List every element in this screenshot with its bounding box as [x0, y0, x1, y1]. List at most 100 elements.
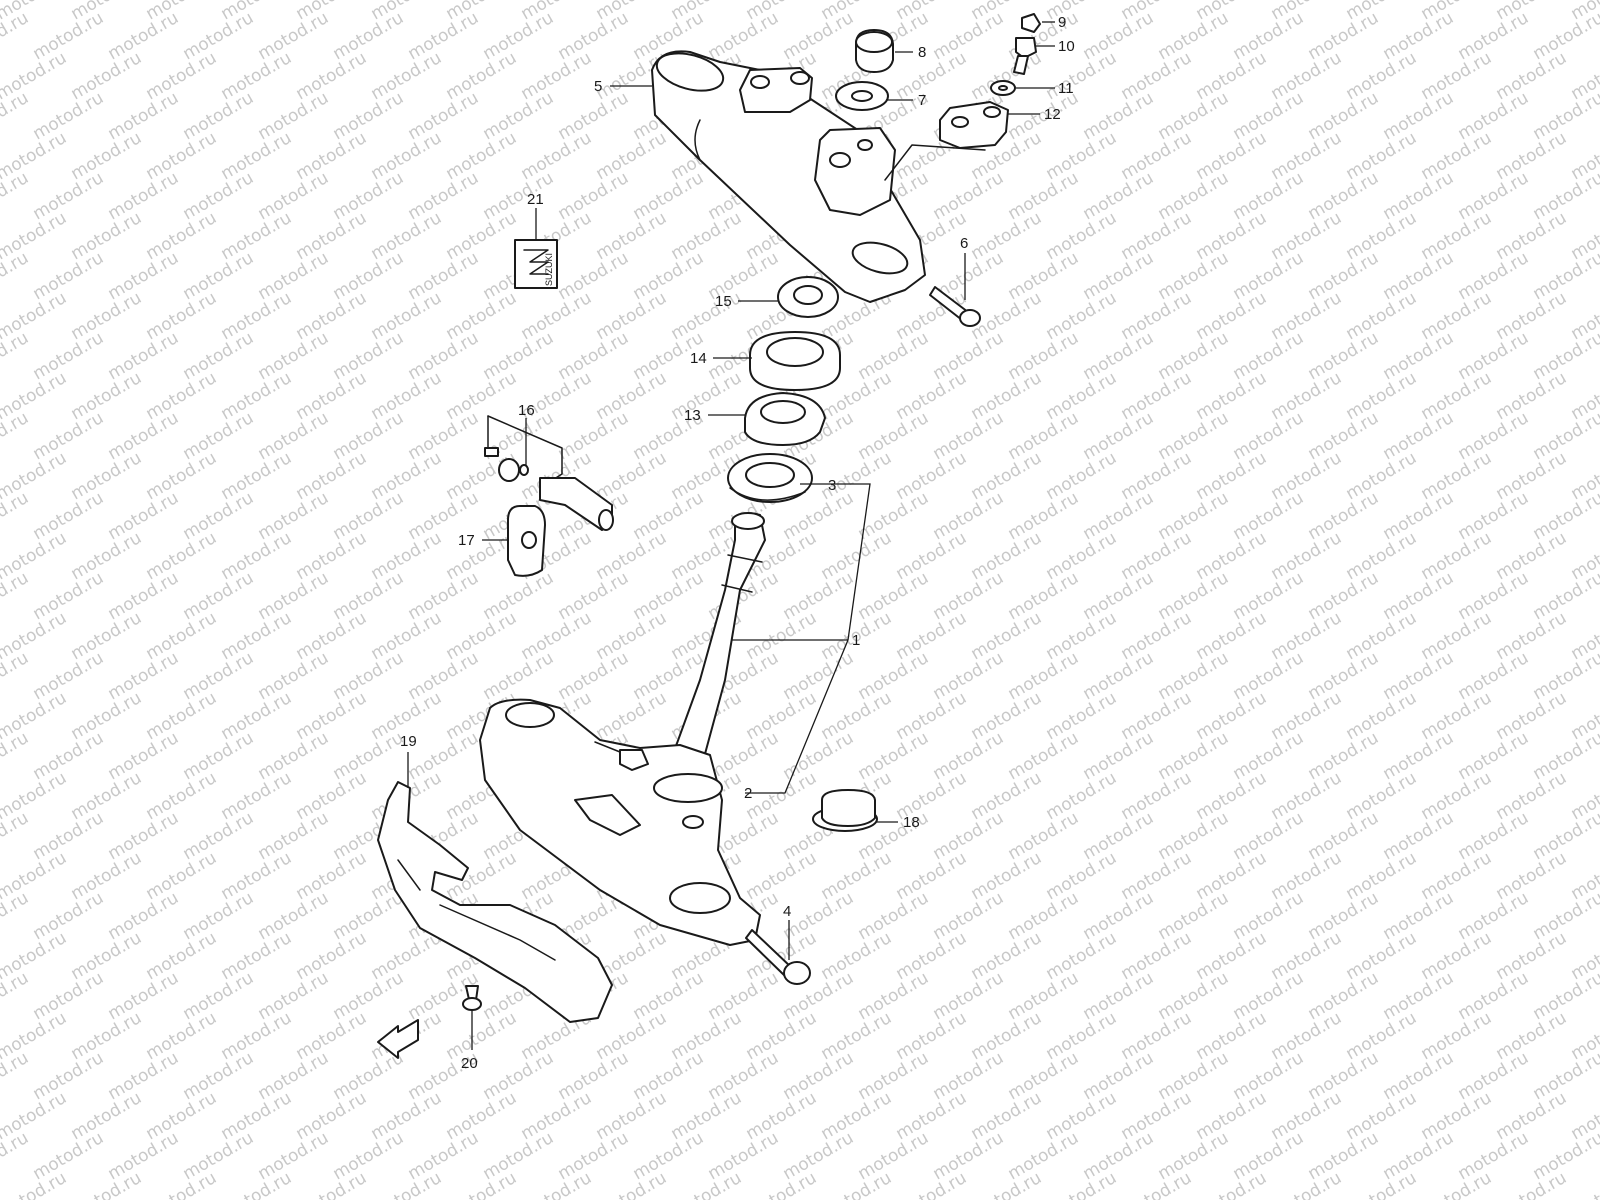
- watermark-text: motod.ru: [30, 88, 108, 144]
- watermark-text: motod.ru: [68, 128, 146, 184]
- watermark-text: motod.ru: [180, 648, 258, 704]
- watermark-text: motod.ru: [68, 1008, 146, 1064]
- watermark-text: motod.ru: [293, 848, 371, 904]
- watermark-text: motod.ru: [1005, 8, 1083, 64]
- watermark-text: motod.ru: [180, 88, 258, 144]
- part-11-lock-washer: [990, 80, 1016, 96]
- watermark-text: motod.ru: [143, 608, 221, 664]
- watermark-text: motod.ru: [1380, 1048, 1458, 1104]
- watermark-text: motod.ru: [555, 568, 633, 624]
- watermark-text: motod.ru: [30, 248, 108, 304]
- watermark-text: motod.ru: [105, 8, 183, 64]
- watermark-text: motod.ru: [1155, 248, 1233, 304]
- watermark-text: motod.ru: [1268, 1088, 1346, 1144]
- watermark-text: motod.ru: [30, 888, 108, 944]
- watermark-text: motod.ru: [105, 808, 183, 864]
- watermark-text: motod.ru: [1343, 528, 1421, 584]
- watermark-text: motod.ru: [255, 808, 333, 864]
- watermark-text: motod.ru: [1343, 768, 1421, 824]
- watermark-text: motod.ru: [1418, 1088, 1496, 1144]
- watermark-text: motod.ru: [1080, 888, 1158, 944]
- watermark-text: motod.ru: [1230, 488, 1308, 544]
- watermark-text: motod.ru: [1043, 928, 1121, 984]
- watermark-text: motod.ru: [330, 728, 408, 784]
- watermark-text: motod.ru: [1418, 208, 1496, 264]
- watermark-text: motod.ru: [218, 368, 296, 424]
- watermark-text: motod.ru: [1455, 408, 1533, 464]
- watermark-text: motod.ru: [593, 1008, 671, 1064]
- watermark-text: motod.ru: [218, 848, 296, 904]
- watermark-text: motod.ru: [1193, 928, 1271, 984]
- watermark-text: motod.ru: [218, 288, 296, 344]
- watermark-text: motod.ru: [1305, 728, 1383, 784]
- suzuki-emblem-text: SUZUKI: [544, 253, 554, 286]
- leader-lines: [407, 21, 1055, 1050]
- watermark-text: motod.ru: [1043, 608, 1121, 664]
- watermark-text: motod.ru: [1343, 848, 1421, 904]
- watermark-text: motod.ru: [1305, 1048, 1383, 1104]
- watermark-text: motod.ru: [1455, 968, 1533, 1024]
- watermark-text: motod.ru: [1230, 1128, 1308, 1184]
- watermark-text: motod.ru: [1155, 648, 1233, 704]
- callout-3: 3: [828, 477, 836, 494]
- watermark-text: motod.ru: [518, 1168, 596, 1200]
- watermark-text: motod.ru: [930, 728, 1008, 784]
- watermark-text: motod.ru: [405, 168, 483, 224]
- watermark-text: motod.ru: [630, 968, 708, 1024]
- watermark-text: motod.ru: [180, 888, 258, 944]
- watermark-text: motod.ru: [105, 1048, 183, 1104]
- watermark-text: motod.ru: [180, 568, 258, 624]
- watermark-text: motod.ru: [368, 528, 446, 584]
- watermark-text: motod.ru: [1155, 328, 1233, 384]
- watermark-text: motod.ru: [1043, 368, 1121, 424]
- part-9-plug: [1021, 13, 1041, 33]
- watermark-text: motod.ru: [30, 1048, 108, 1104]
- watermark-text: motod.ru: [105, 1128, 183, 1184]
- watermark-text: motod.ru: [1080, 728, 1158, 784]
- watermark-text: motod.ru: [1380, 888, 1458, 944]
- watermark-text: motod.ru: [255, 1048, 333, 1104]
- callout-20: 20: [461, 1055, 478, 1072]
- watermark-text: motod.ru: [593, 1168, 671, 1200]
- watermark-text: motod.ru: [68, 1088, 146, 1144]
- watermark-text: motod.ru: [105, 968, 183, 1024]
- watermark-text: motod.ru: [1343, 368, 1421, 424]
- watermark-text: motod.ru: [1193, 848, 1271, 904]
- watermark-text: motod.ru: [1080, 1128, 1158, 1184]
- watermark-text: motod.ru: [668, 1088, 746, 1144]
- watermark-text: motod.ru: [1493, 128, 1571, 184]
- watermark-text: motod.ru: [443, 288, 521, 344]
- watermark-text: motod.ru: [1193, 288, 1271, 344]
- watermark-text: motod.ru: [1455, 648, 1533, 704]
- watermark-text: motod.ru: [1530, 888, 1600, 944]
- watermark-text: motod.ru: [255, 968, 333, 1024]
- watermark-text: motod.ru: [293, 1088, 371, 1144]
- watermark-text: motod.ru: [1455, 8, 1533, 64]
- watermark-text: motod.ru: [293, 448, 371, 504]
- watermark-text: motod.ru: [143, 528, 221, 584]
- watermark-text: motod.ru: [180, 328, 258, 384]
- part-19-fork-cover: [377, 781, 613, 1023]
- watermark-text: motod.ru: [668, 288, 746, 344]
- watermark-text: motod.ru: [443, 1168, 521, 1200]
- watermark-text: motod.ru: [743, 1168, 821, 1200]
- watermark-text: motod.ru: [68, 688, 146, 744]
- callout-5: 5: [594, 78, 602, 95]
- watermark-text: motod.ru: [1080, 168, 1158, 224]
- watermark-text: motod.ru: [105, 328, 183, 384]
- watermark-text: motod.ru: [1380, 248, 1458, 304]
- watermark-text: motod.ru: [293, 128, 371, 184]
- watermark-text: motod.ru: [930, 568, 1008, 624]
- part-13-upper-bearing: [744, 392, 826, 446]
- watermark-text: motod.ru: [405, 328, 483, 384]
- callout-16: 16: [518, 402, 535, 419]
- watermark-text: motod.ru: [1080, 568, 1158, 624]
- watermark-text: motod.ru: [593, 128, 671, 184]
- watermark-text: motod.ru: [1193, 1088, 1271, 1144]
- watermark-text: motod.ru: [1230, 8, 1308, 64]
- watermark-text: motod.ru: [1343, 1008, 1421, 1064]
- watermark-text: motod.ru: [1455, 1048, 1533, 1104]
- watermark-text: motod.ru: [1530, 328, 1600, 384]
- watermark-text: motod.ru: [1080, 648, 1158, 704]
